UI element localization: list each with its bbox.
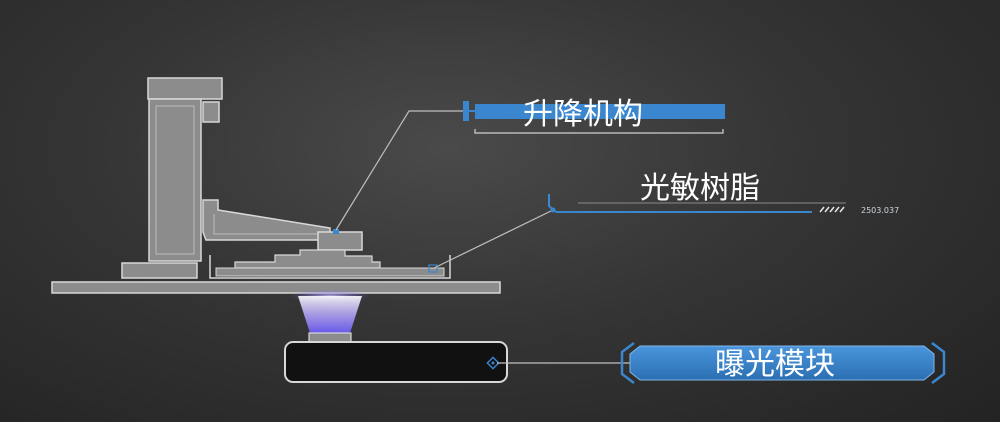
label-exposure: 曝光模块 <box>715 347 835 382</box>
label-resin: 光敏树脂 <box>640 171 760 206</box>
exposure-box <box>284 341 508 383</box>
callout-lift: 升降机构 <box>335 97 725 231</box>
label-lift: 升降机构 <box>523 97 643 132</box>
printed-part <box>234 249 381 269</box>
callout-resin: 光敏树脂 2503.037 <box>433 171 899 269</box>
column-side-block <box>202 101 220 123</box>
label-banner-exposure <box>629 345 935 381</box>
exposure-module <box>284 332 508 383</box>
exposure-marker <box>486 356 500 370</box>
callout-exposure: 曝光模块 <box>497 342 946 384</box>
resin-vat <box>209 255 451 279</box>
column-inner <box>155 105 195 255</box>
label-bar-lift <box>475 104 725 119</box>
uv-light-beam <box>290 290 370 333</box>
column-foot <box>121 262 198 279</box>
resin-hatch <box>819 206 845 213</box>
leader-line-resin <box>433 209 554 269</box>
lift-marker <box>333 229 339 234</box>
printer-illustration <box>51 77 501 294</box>
leader-line-lift <box>335 110 465 231</box>
base-plate <box>51 281 501 294</box>
column-body <box>148 98 202 262</box>
column-cap <box>147 77 223 100</box>
build-platform <box>317 231 363 251</box>
label-resin-code: 2503.037 <box>861 206 899 215</box>
resin-marker <box>428 264 438 273</box>
